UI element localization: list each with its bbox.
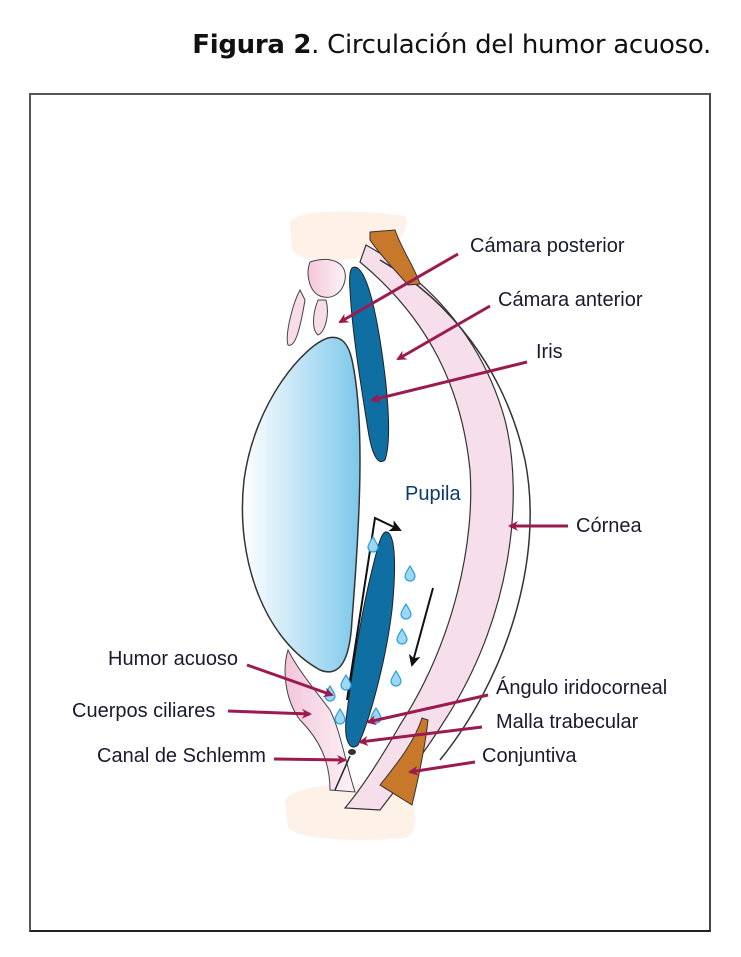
- pointer-malla-trabecular: [358, 725, 483, 746]
- label-conjuntiva: Conjuntiva: [482, 745, 577, 767]
- ciliary-body-top: [307, 258, 346, 298]
- label-camara-posterior: Cámara posterior: [470, 235, 625, 257]
- flow-path: [346, 516, 402, 701]
- label-camara-anterior: Cámara anterior: [498, 289, 643, 311]
- schlemm-canal: [348, 749, 356, 755]
- pointer-conjuntiva: [408, 760, 476, 776]
- label-iris: Iris: [536, 341, 563, 363]
- droplet: [334, 708, 346, 725]
- conjunctiva-top: [369, 229, 421, 286]
- flow-arrow-down: [408, 587, 434, 667]
- pointer-angulo-iridocorneal: [366, 693, 489, 726]
- lens: [241, 336, 361, 673]
- trabecular-line: [334, 755, 351, 791]
- label-cuerpos-ciliares: Cuerpos ciliares: [72, 700, 215, 722]
- figure-caption: Figura 2. Circulación del humor acuoso.: [192, 30, 711, 60]
- label-angulo-iridocorneal: Ángulo iridocorneal: [496, 676, 667, 699]
- droplet: [404, 565, 416, 582]
- pointer-iris: [370, 360, 528, 403]
- conjunctiva-bottom: [379, 717, 429, 806]
- pointer-camara-posterior: [338, 252, 459, 324]
- droplet: [400, 603, 412, 620]
- droplet: [396, 628, 408, 645]
- cornea: [343, 244, 514, 811]
- pointer-camara-anterior: [396, 304, 491, 361]
- iris-lower: [345, 531, 396, 748]
- zonule-top-1: [286, 288, 306, 346]
- figure-number: Figura 2: [192, 30, 312, 60]
- pointer-humor-acuoso: [246, 663, 334, 698]
- figure-frame: [29, 93, 711, 932]
- pointer-cuerpos-ciliares: [227, 708, 312, 719]
- figure-title: . Circulación del humor acuoso.: [311, 30, 711, 60]
- droplet: [367, 536, 379, 553]
- iris-upper: [349, 266, 390, 462]
- label-malla-trabecular: Malla trabecular: [496, 711, 639, 733]
- label-cornea: Córnea: [576, 515, 642, 537]
- zonule-top-2: [313, 299, 328, 336]
- label-humor-acuoso: Humor acuoso: [108, 648, 238, 670]
- label-pupila: Pupila: [405, 483, 461, 505]
- label-canal-schlemm: Canal de Schlemm: [97, 745, 266, 767]
- pointer-canal-schlemm: [273, 754, 347, 765]
- cornea-outer-edge: [379, 259, 531, 761]
- droplet: [390, 670, 402, 687]
